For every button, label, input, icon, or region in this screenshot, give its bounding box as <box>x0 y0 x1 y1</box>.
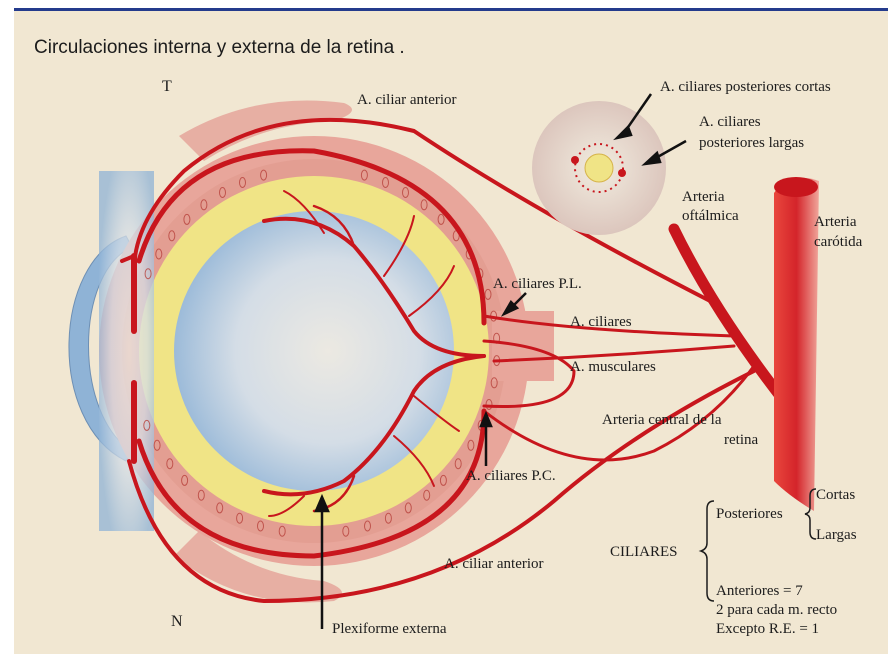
legend-dos-por-recto: 2 para cada m. recto <box>716 602 837 618</box>
label-musculares: A. musculares <box>570 359 656 375</box>
label-ciliares-post-largas-2: posteriores largas <box>699 135 804 151</box>
label-ciliares-post-cortas: A. ciliares posteriores cortas <box>660 79 831 95</box>
label-ciliar-anterior-top: A. ciliar anterior <box>357 92 457 108</box>
label-ciliares-post-largas-1: A. ciliares <box>699 114 761 130</box>
label-plexiforme: Plexiforme externa <box>332 621 447 637</box>
legend-posteriores: Posteriores <box>716 506 783 522</box>
label-arteria-oftalmica-2: oftálmica <box>682 208 739 224</box>
label-central-retina-1: Arteria central de la <box>602 412 722 428</box>
label-nasal: N <box>171 613 183 630</box>
legend-largas: Largas <box>816 527 857 543</box>
label-ciliar-anterior-bottom: A. ciliar anterior <box>444 556 544 572</box>
diagram-frame: Circulaciones interna y externa de la re… <box>14 8 888 654</box>
legend-excepto: Excepto R.E. = 1 <box>716 621 819 637</box>
label-ciliares-pc: A. ciliares P.C. <box>466 468 556 484</box>
label-arteria-carotida-2: carótida <box>814 234 863 250</box>
label-temporal: T <box>162 78 172 95</box>
label-ciliares: A. ciliares <box>570 314 632 330</box>
label-ciliares-pl: A. ciliares P.L. <box>493 276 582 292</box>
carotid-artery <box>774 178 819 511</box>
legend-anteriores: Anteriores = 7 <box>716 583 803 599</box>
ophthalmic-artery <box>674 229 784 401</box>
label-arteria-carotida-1: Arteria <box>814 214 857 230</box>
label-central-retina-2: retina <box>724 432 758 448</box>
label-arteria-oftalmica-1: Arteria <box>682 189 725 205</box>
legend-cortas: Cortas <box>816 487 855 503</box>
eye-circulation-diagram: T N A. ciliar anterior A. ciliares poste… <box>14 11 888 654</box>
vitreous-body <box>174 211 454 491</box>
legend-ciliares: CILIARES <box>610 544 678 560</box>
